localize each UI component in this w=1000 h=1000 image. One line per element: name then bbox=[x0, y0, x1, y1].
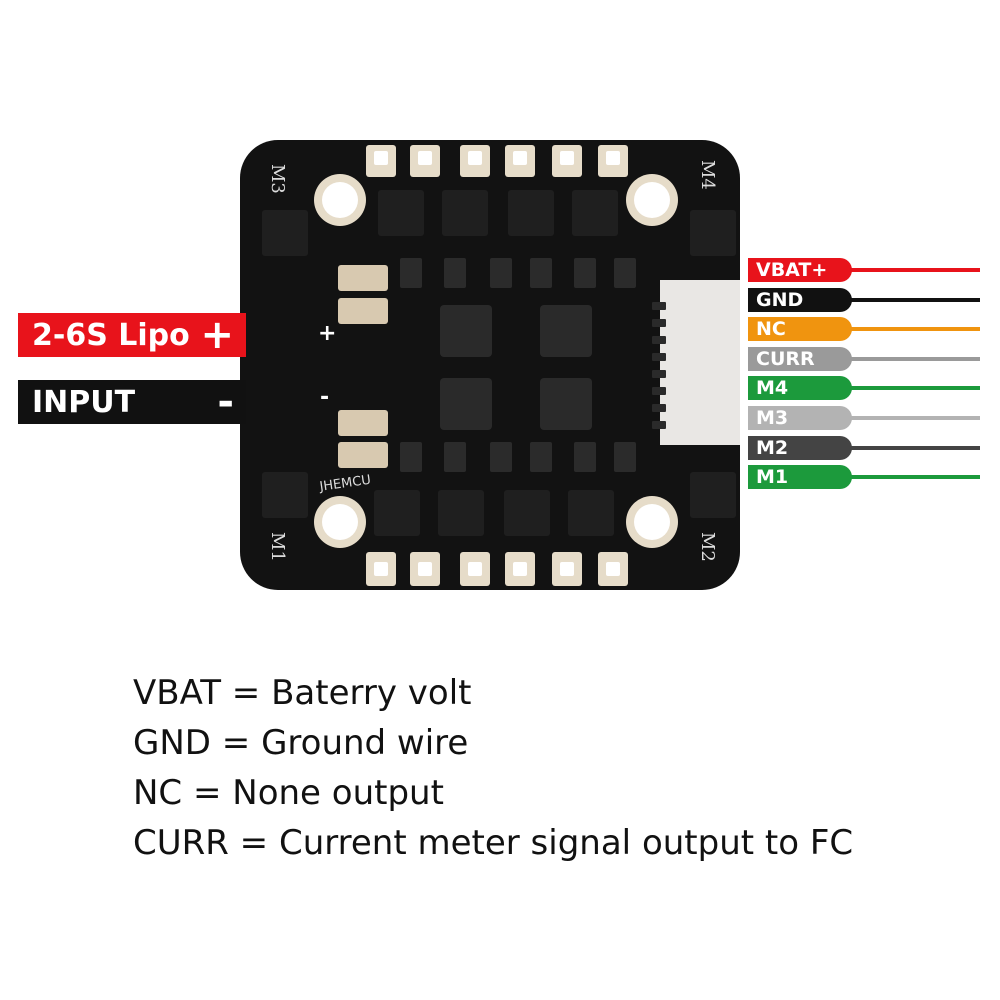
driver-chip bbox=[614, 258, 636, 288]
negative-input-label: INPUT - bbox=[18, 380, 246, 424]
connector-pin bbox=[652, 421, 666, 429]
wire-label: VBAT+ bbox=[748, 258, 852, 282]
wire-m2: M2 bbox=[748, 435, 980, 460]
wire-line bbox=[838, 327, 980, 332]
wire-label: M2 bbox=[748, 435, 852, 460]
wire-line bbox=[838, 416, 980, 420]
wire-line bbox=[838, 356, 980, 361]
mounting-holes bbox=[314, 174, 678, 548]
mcu-chips bbox=[440, 305, 592, 430]
mosfet-chip bbox=[572, 190, 618, 236]
positive-input-text: 2-6S Lipo bbox=[32, 317, 190, 353]
connector-pin bbox=[652, 404, 666, 412]
corner-label-m1: M1 bbox=[267, 532, 288, 562]
driver-chip bbox=[490, 258, 512, 288]
connector-pin bbox=[652, 353, 666, 361]
board-minus-mark: - bbox=[320, 385, 329, 410]
wire-m3: M3 bbox=[748, 406, 980, 430]
connector-pins bbox=[652, 302, 666, 429]
corner-label-m3: M3 bbox=[267, 164, 288, 194]
driver-chips bbox=[400, 258, 636, 472]
wire-label: M1 bbox=[748, 465, 852, 490]
legend-row-nc: NC = None output bbox=[133, 773, 444, 813]
plus-symbol: + bbox=[200, 312, 234, 358]
wire-label: NC bbox=[748, 317, 852, 342]
mosfet-chip bbox=[262, 472, 308, 518]
wire-label: CURR bbox=[748, 346, 852, 371]
mosfet-chip bbox=[374, 490, 420, 536]
wire-curr: CURR bbox=[748, 346, 980, 371]
mosfet-chip bbox=[438, 490, 484, 536]
driver-chip bbox=[574, 258, 596, 288]
mosfet-chip bbox=[378, 190, 424, 236]
wire-vbat-plus: VBAT+ bbox=[748, 258, 980, 282]
signal-connector bbox=[660, 280, 740, 445]
corner-label-m2: M2 bbox=[697, 532, 718, 562]
mosfet-chip bbox=[568, 490, 614, 536]
mosfet-chip bbox=[690, 210, 736, 256]
wire-line bbox=[838, 386, 980, 391]
driver-chip bbox=[400, 442, 422, 472]
driver-chip bbox=[490, 442, 512, 472]
wire-line bbox=[838, 297, 980, 302]
driver-chip bbox=[614, 442, 636, 472]
mosfet-chip bbox=[508, 190, 554, 236]
motor-pads-bottom bbox=[366, 552, 628, 586]
mosfet-chips bbox=[262, 190, 736, 536]
motor-pads-top bbox=[366, 145, 628, 177]
driver-chip bbox=[574, 442, 596, 472]
wire-line bbox=[838, 268, 980, 272]
connector-pin bbox=[652, 370, 666, 378]
wire-m4: M4 bbox=[748, 376, 980, 401]
connector-pin bbox=[652, 319, 666, 327]
mosfet-chip bbox=[262, 210, 308, 256]
driver-chip bbox=[530, 442, 552, 472]
mosfet-chip bbox=[504, 490, 550, 536]
driver-chip bbox=[530, 258, 552, 288]
driver-chip bbox=[444, 258, 466, 288]
wire-m1: M1 bbox=[748, 465, 980, 490]
minus-symbol: - bbox=[217, 379, 234, 425]
driver-chip bbox=[400, 258, 422, 288]
pcb-board bbox=[240, 140, 740, 590]
legend-row-vbat: VBAT = Baterry volt bbox=[133, 673, 472, 713]
wire-line bbox=[838, 475, 980, 480]
connector-pin bbox=[652, 387, 666, 395]
board-plus-mark: + bbox=[318, 321, 336, 346]
wire-gnd: GND bbox=[748, 287, 980, 312]
mosfet-chip bbox=[442, 190, 488, 236]
wire-label: M3 bbox=[748, 406, 852, 430]
connector-pin bbox=[652, 336, 666, 344]
connector-pin bbox=[652, 302, 666, 310]
wire-label: GND bbox=[748, 287, 852, 312]
legend-row-curr: CURR = Current meter signal output to FC bbox=[133, 823, 854, 863]
driver-chip bbox=[444, 442, 466, 472]
legend-row-gnd: GND = Ground wire bbox=[133, 723, 469, 763]
positive-input-label: 2-6S Lipo + bbox=[18, 313, 246, 357]
mosfet-chip bbox=[690, 472, 736, 518]
brand-label: JHEMCU bbox=[318, 473, 372, 495]
wire-nc: NC bbox=[748, 317, 980, 342]
pin-legend: VBAT = Baterry volt GND = Ground wire NC… bbox=[133, 668, 973, 868]
wire-line bbox=[838, 445, 980, 450]
corner-label-m4: M4 bbox=[697, 160, 718, 190]
negative-input-text: INPUT bbox=[32, 384, 136, 420]
wire-label: M4 bbox=[748, 376, 852, 401]
capacitors bbox=[338, 265, 388, 468]
